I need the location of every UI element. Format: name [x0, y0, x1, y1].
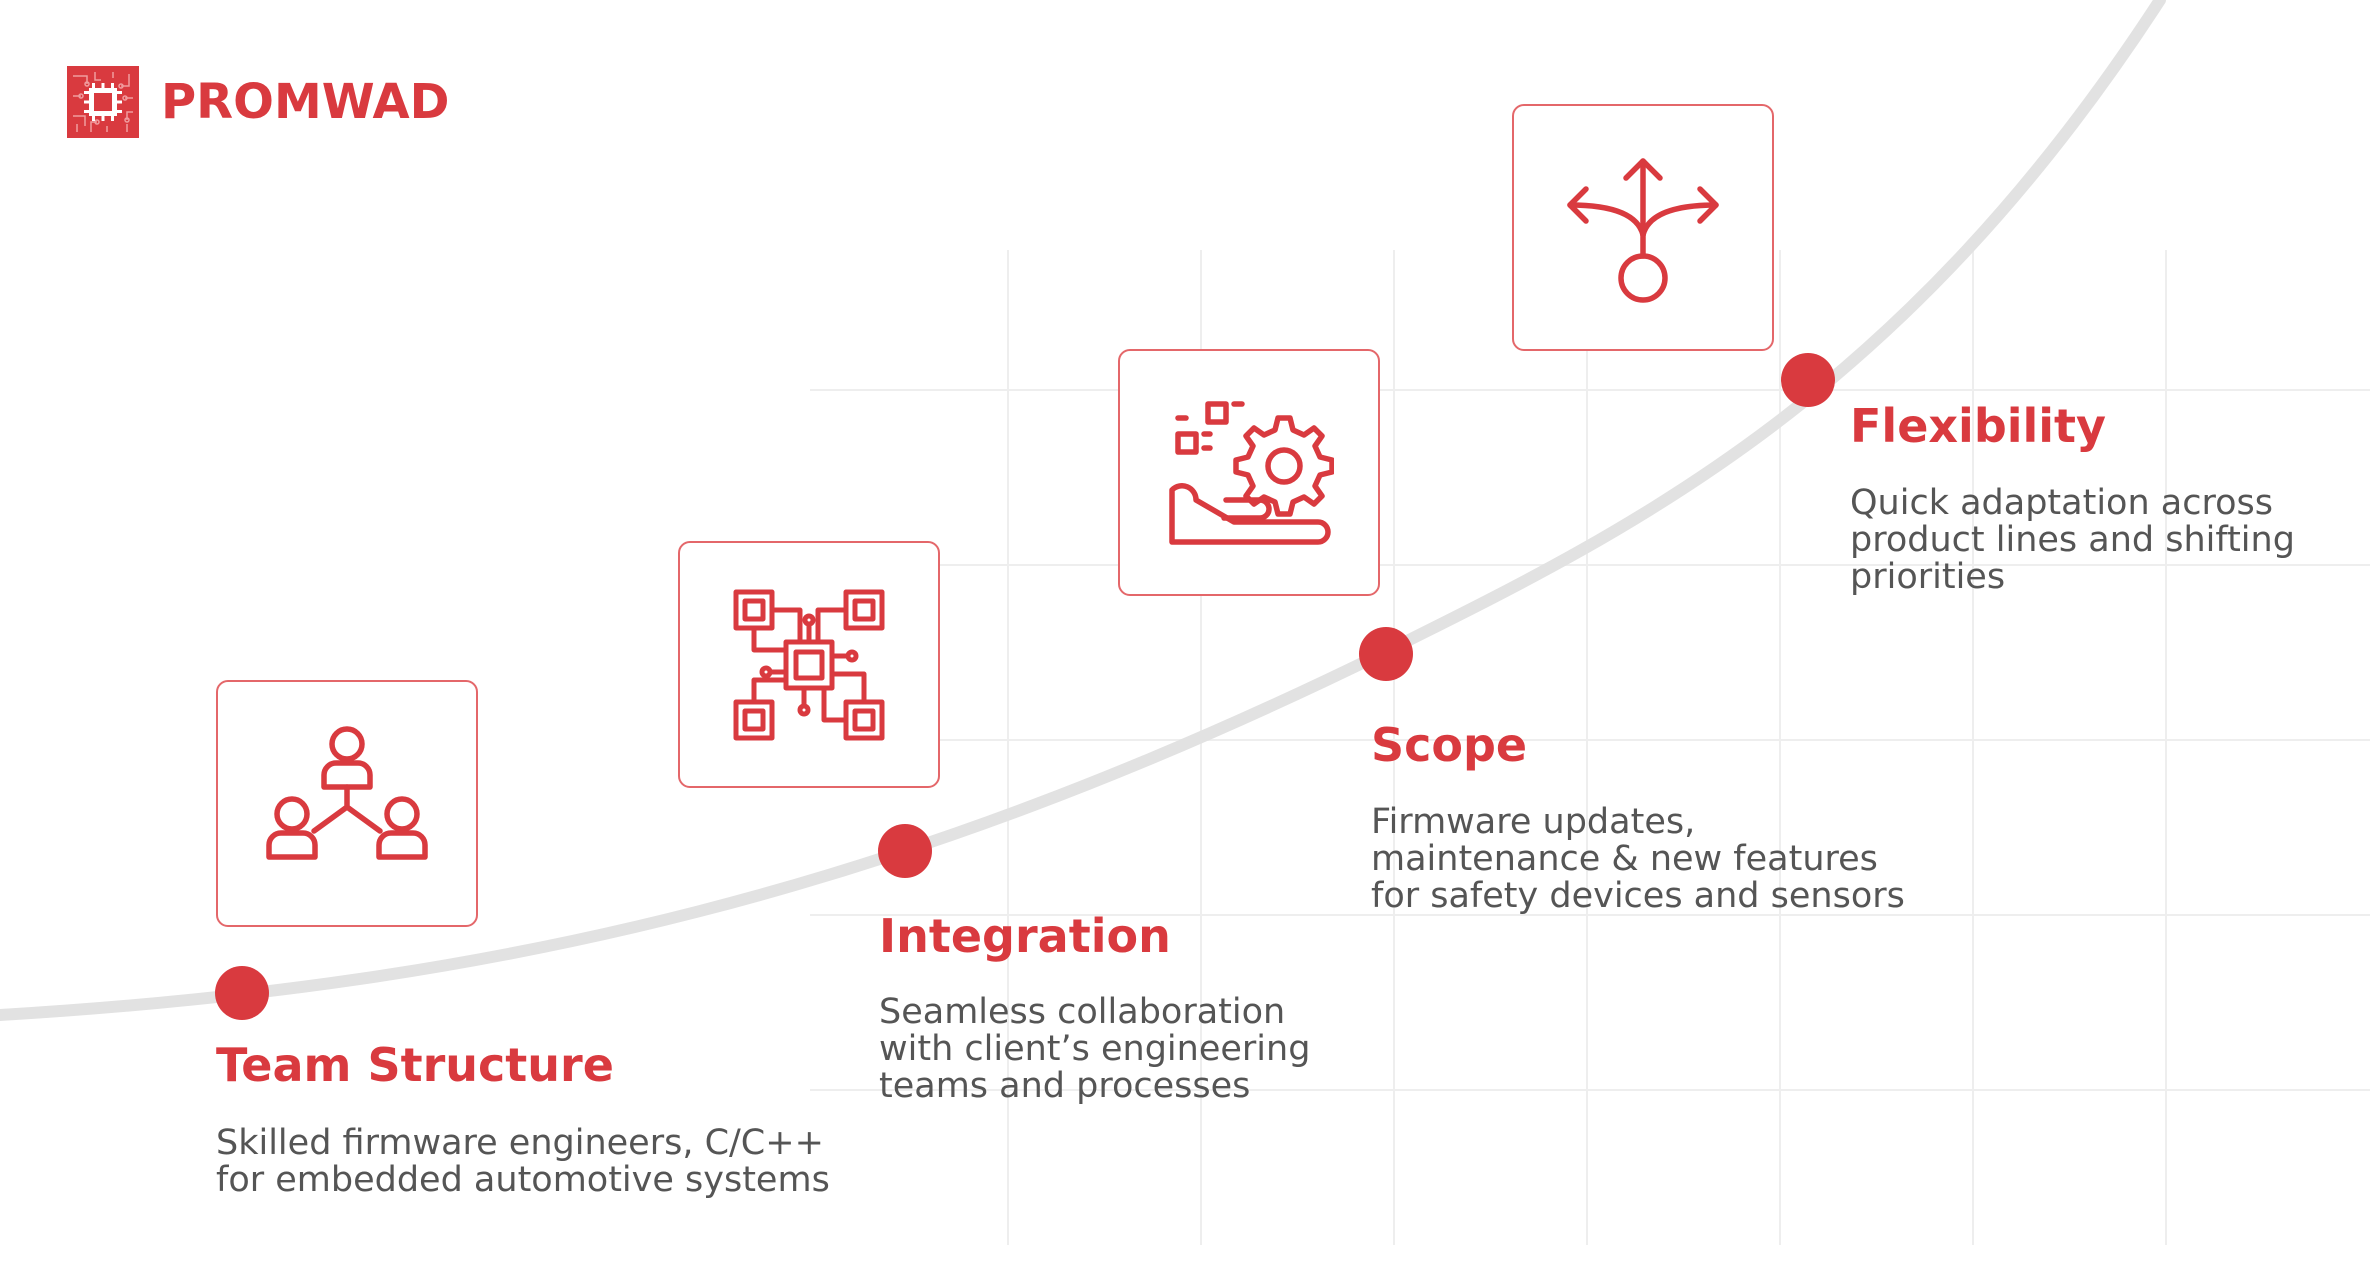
team-structure-marker	[215, 966, 269, 1020]
scope-description: Firmware updates, maintenance & new feat…	[1371, 802, 1905, 916]
integration-icon-card	[678, 541, 940, 788]
scope-marker	[1359, 627, 1413, 681]
branching-arrows-icon	[1567, 157, 1719, 303]
team-hierarchy-icon	[266, 725, 428, 860]
team-structure-icon-card	[216, 680, 478, 927]
brand-logo[interactable]: PROMWAD	[67, 66, 450, 138]
integration-title: Integration	[879, 909, 1171, 963]
chip-logo-icon	[67, 66, 139, 138]
growth-curve	[0, 0, 2166, 1021]
scope-title: Scope	[1371, 718, 1528, 772]
integration-description: Seamless collaboration with client’s eng…	[879, 992, 1311, 1106]
integration-marker	[878, 824, 932, 878]
flexibility-title: Flexibility	[1850, 399, 2107, 453]
scope-icon-card	[1118, 349, 1380, 596]
background-grid	[810, 250, 2370, 1245]
flexibility-marker	[1781, 353, 1835, 407]
team-structure-title: Team Structure	[216, 1038, 614, 1092]
hand-gear-icon	[1169, 400, 1334, 545]
team-structure-description: Skilled firmware engineers, C/C++ for em…	[216, 1123, 830, 1200]
flexibility-description: Quick adaptation across product lines an…	[1850, 483, 2295, 597]
circuit-chip-icon	[733, 589, 885, 740]
brand-name: PROMWAD	[161, 74, 450, 130]
flexibility-icon-card	[1512, 104, 1774, 351]
